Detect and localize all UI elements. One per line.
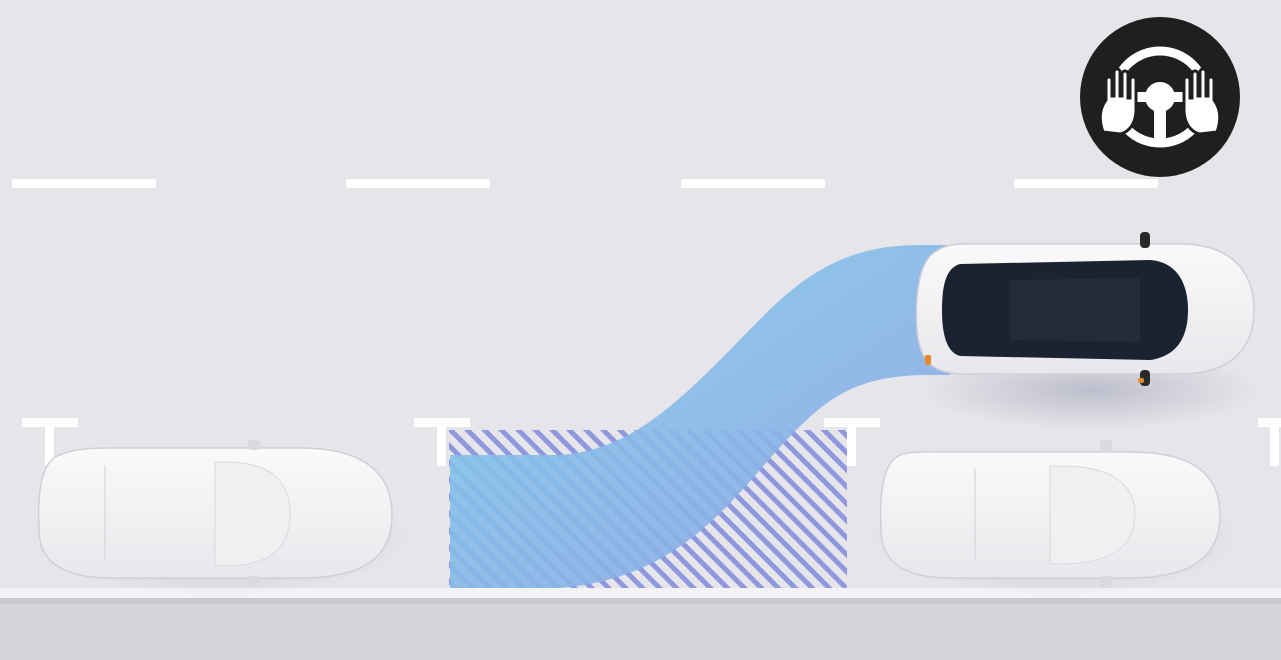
lane-dash	[1014, 179, 1158, 188]
parked-car-left	[30, 440, 410, 597]
lane-dash	[346, 179, 490, 188]
ego-car	[916, 232, 1260, 430]
parked-car-right	[870, 440, 1240, 597]
lane-dash	[12, 179, 156, 188]
ego-car-mirror-left	[1140, 232, 1150, 248]
curb	[0, 588, 1281, 660]
lane-dash	[681, 179, 825, 188]
hands-off-steering-wheel-icon	[1080, 17, 1240, 177]
